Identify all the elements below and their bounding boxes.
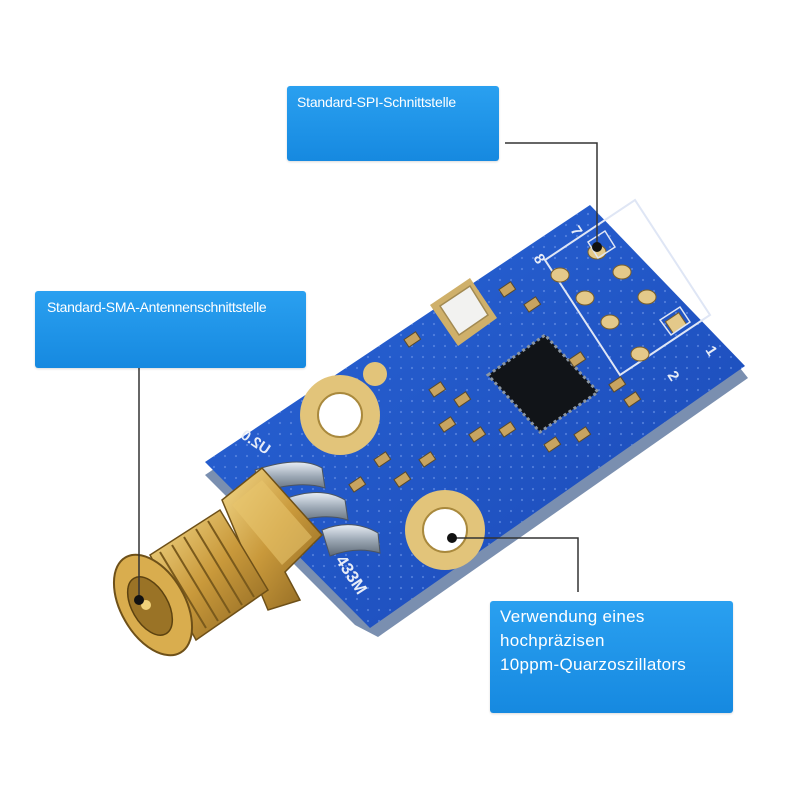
leader-dots xyxy=(134,242,602,605)
smd-components xyxy=(348,281,642,493)
leader-lines xyxy=(138,142,598,598)
callout-spi-interface: Standard-SPI-Schnittstelle xyxy=(287,86,499,161)
test-pad xyxy=(363,362,387,386)
sma-connector xyxy=(112,461,381,657)
rf-chip xyxy=(485,333,601,434)
pin-header xyxy=(543,198,712,377)
callout-sma-label: Standard-SMA-Antennenschnittstelle xyxy=(47,299,267,315)
leader-spi xyxy=(505,142,598,245)
leader-osc xyxy=(453,537,579,592)
mounting-hole-lower xyxy=(405,490,485,570)
callout-sma-interface: Standard-SMA-Antennenschnittstelle xyxy=(35,291,306,368)
callout-spi-label: Standard-SPI-Schnittstelle xyxy=(297,94,456,110)
callout-oscillator-line-3: 10ppm-Quarzoszillators xyxy=(500,655,687,674)
mounting-hole-upper xyxy=(300,375,380,455)
crystal-oscillator xyxy=(430,278,497,346)
callout-oscillator: Verwendung eines hochpräzisen 10ppm-Quar… xyxy=(490,601,733,713)
callout-oscillator-line-2: hochpräzisen xyxy=(500,631,605,650)
callout-oscillator-line-1: Verwendung eines xyxy=(500,607,645,626)
